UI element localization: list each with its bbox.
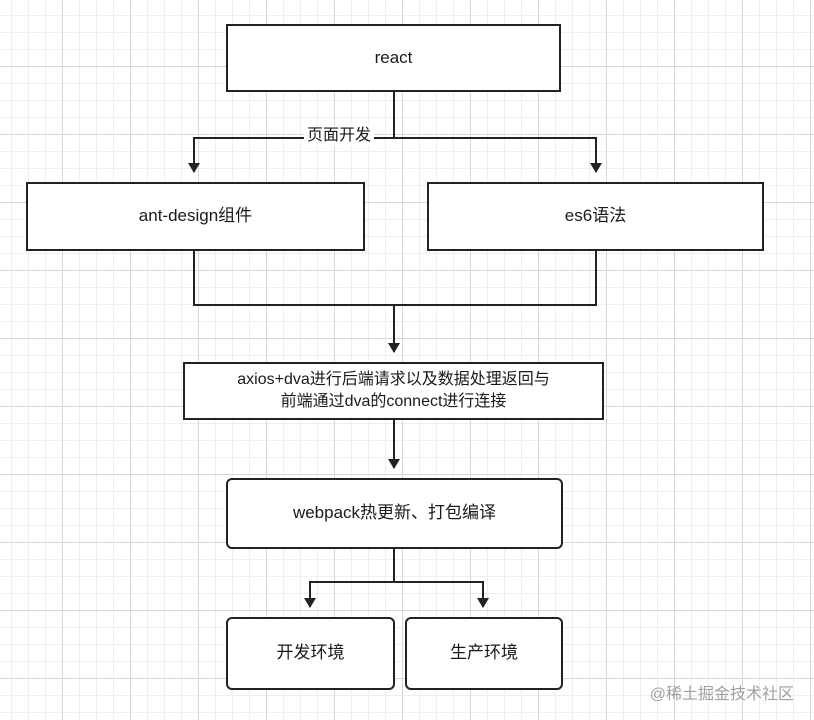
node-prod-env: 生产环境 (405, 617, 563, 690)
node-axios-dva-line1: axios+dva进行后端请求以及数据处理返回与 (237, 370, 550, 388)
node-react: react (226, 24, 561, 92)
node-es6: es6语法 (427, 182, 764, 251)
node-axios-dva: axios+dva进行后端请求以及数据处理返回与 前端通过dva的connect… (183, 362, 604, 420)
node-react-label: react (374, 47, 413, 67)
edge-label-page-dev: 页面开发 (304, 126, 375, 146)
edge-es6-to-merge (394, 251, 597, 306)
edge-react-to-es6 (394, 137, 602, 173)
edge-webpack-to-dev (304, 581, 394, 608)
node-prod-env-label: 生产环境 (450, 643, 518, 663)
edge-antd-to-merge (193, 251, 394, 306)
node-webpack-label: webpack热更新、打包编译 (292, 503, 497, 523)
watermark: @稀土掘金技术社区 (649, 686, 794, 703)
edge-webpack-to-prod (394, 581, 489, 608)
node-ant-design: ant-design组件 (26, 182, 365, 251)
node-es6-label: es6语法 (564, 206, 627, 226)
node-webpack: webpack热更新、打包编译 (226, 478, 563, 549)
node-dev-env-label: 开发环境 (276, 643, 345, 663)
node-dev-env: 开发环境 (226, 617, 395, 690)
node-axios-dva-line2: 前端通过dva的connect进行连接 (280, 393, 507, 410)
node-ant-design-label: ant-design组件 (138, 206, 253, 226)
